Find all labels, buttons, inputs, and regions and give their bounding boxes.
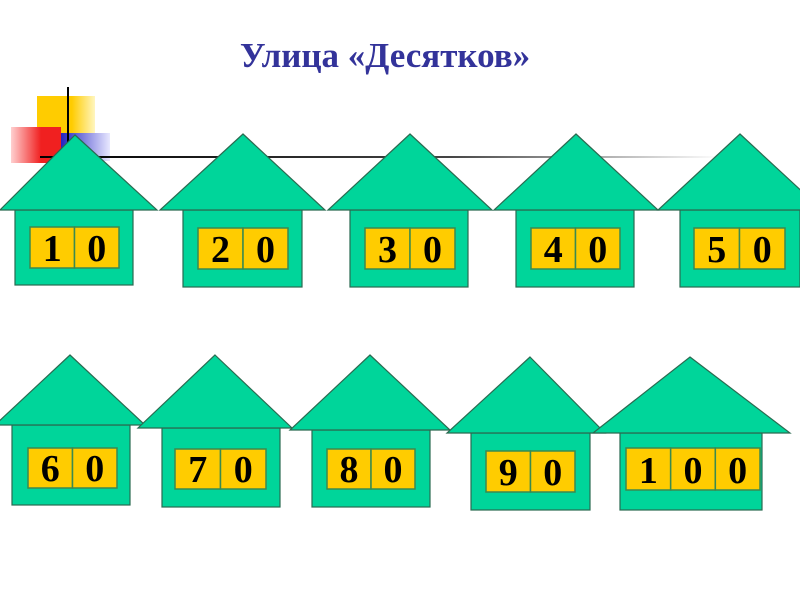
digit-cell <box>529 450 576 493</box>
digit-cell <box>219 448 267 490</box>
digit-cell <box>409 227 456 270</box>
digit: 0 <box>728 450 747 492</box>
digit-cell <box>370 448 416 490</box>
digit-cell <box>242 227 289 270</box>
digit-cell <box>71 447 118 489</box>
house-roof <box>492 133 660 211</box>
digit: 0 <box>684 450 703 492</box>
digit-cell <box>27 447 74 489</box>
digit: 3 <box>378 229 397 271</box>
digit: 2 <box>211 229 230 271</box>
digit: 0 <box>423 229 442 271</box>
digit-cell <box>29 226 76 269</box>
digit: 4 <box>544 229 563 271</box>
digit: 6 <box>41 448 60 490</box>
digit-cell <box>197 227 244 270</box>
house-roof <box>136 354 294 429</box>
digit: 0 <box>543 452 562 494</box>
digit-cell <box>364 227 411 270</box>
house-roof <box>158 133 327 211</box>
house-roof <box>445 356 607 434</box>
digit: 0 <box>753 229 772 271</box>
digit: 5 <box>707 229 726 271</box>
digit: 7 <box>188 449 207 491</box>
digit-cell <box>326 448 372 490</box>
digit-cell <box>530 227 577 270</box>
digit: 9 <box>499 452 518 494</box>
house-roof <box>0 354 147 426</box>
digit: 1 <box>639 450 658 492</box>
house-roof <box>288 354 452 431</box>
digit-cell <box>714 447 761 491</box>
house-roof <box>656 133 800 211</box>
digit-cell <box>693 227 741 270</box>
digit: 0 <box>87 228 106 270</box>
digit: 1 <box>43 228 62 270</box>
digit-cell <box>174 448 222 490</box>
digit: 0 <box>588 229 607 271</box>
slide-title: Улица «Десятков» <box>239 36 531 75</box>
house-roof <box>591 356 792 434</box>
digit-cell <box>485 450 532 493</box>
digit-cell <box>73 226 120 269</box>
digit: 0 <box>256 229 275 271</box>
decoration-squares <box>11 87 720 163</box>
digit: 0 <box>384 449 403 491</box>
house-roof <box>326 133 494 211</box>
house-roof <box>0 134 159 211</box>
digit-cell <box>738 227 786 270</box>
digit: 0 <box>85 448 104 490</box>
digit-cell <box>625 447 672 491</box>
digit: 8 <box>340 449 359 491</box>
horizontal-line <box>40 156 720 158</box>
digit-cell <box>574 227 621 270</box>
digit: 0 <box>234 449 253 491</box>
